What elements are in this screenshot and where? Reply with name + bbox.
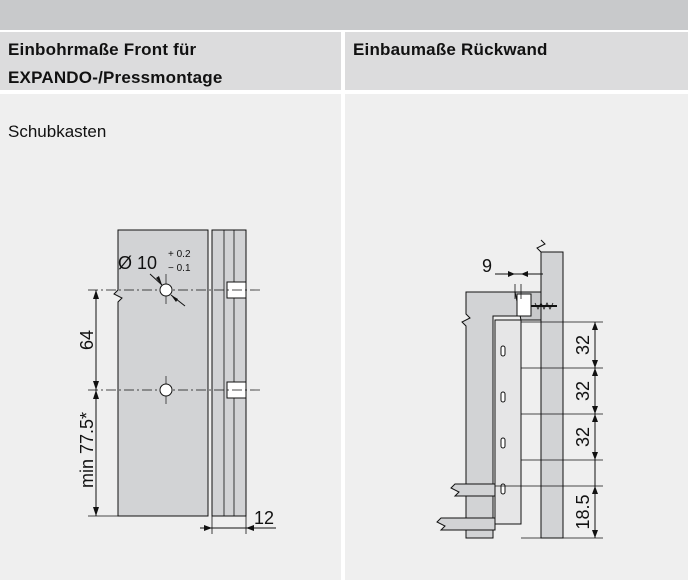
panel-back-wall: 9 32 32 32 18.5 [345, 94, 688, 580]
dim-min-label: min 77.5* [77, 412, 97, 488]
back-wall-drawing: 9 32 32 32 18.5 [436, 239, 603, 539]
screw-head [516, 293, 532, 317]
header-back-wall: Einbaumaße Rückwand [345, 32, 688, 90]
bracket-profile [494, 319, 522, 525]
slot-2 [500, 391, 506, 403]
header-front-title: Einbohrmaße Front für EXPANDO-/Pressmont… [8, 36, 223, 92]
dim-12-label: 12 [254, 508, 274, 528]
drawer-bottom [450, 483, 496, 497]
top-bar [0, 0, 688, 30]
front-panel-section [211, 229, 247, 517]
slot-1 [500, 345, 506, 357]
dim-18-5-label: 18.5 [573, 494, 593, 529]
dim-64-label: 64 [77, 330, 97, 350]
drill-hole-bottom [159, 383, 173, 397]
slot-3 [500, 437, 506, 449]
header-front-drilling: Einbohrmaße Front für EXPANDO-/Pressmont… [0, 32, 341, 90]
dim-32-c-label: 32 [573, 427, 593, 447]
drawer-label: Schubkasten [8, 122, 107, 141]
header-front-title-line1: Einbohrmaße Front für [8, 40, 197, 59]
dim-9-label: 9 [482, 256, 492, 276]
bottom-rail [436, 517, 496, 531]
panel-front-drilling: Schubkasten Ø 10 + 0.2 [0, 94, 341, 580]
slot-4 [500, 483, 506, 495]
drill-hole-top [159, 283, 173, 297]
front-drilling-drawing: Ø 10 + 0.2 − 0.1 64 min 77.5* 12 [77, 229, 276, 534]
diameter-label: Ø 10 [118, 253, 157, 273]
dim-32-a-label: 32 [573, 335, 593, 355]
diameter-tol-plus: + 0.2 [168, 249, 191, 260]
back-wall-panel [540, 251, 564, 539]
front-panel-face [113, 229, 209, 517]
header-front-title-line2: EXPANDO-/Pressmontage [8, 68, 223, 87]
header-back-title: Einbaumaße Rückwand [353, 40, 548, 59]
diameter-tol-minus: − 0.1 [168, 263, 191, 274]
dim-32-b-label: 32 [573, 381, 593, 401]
